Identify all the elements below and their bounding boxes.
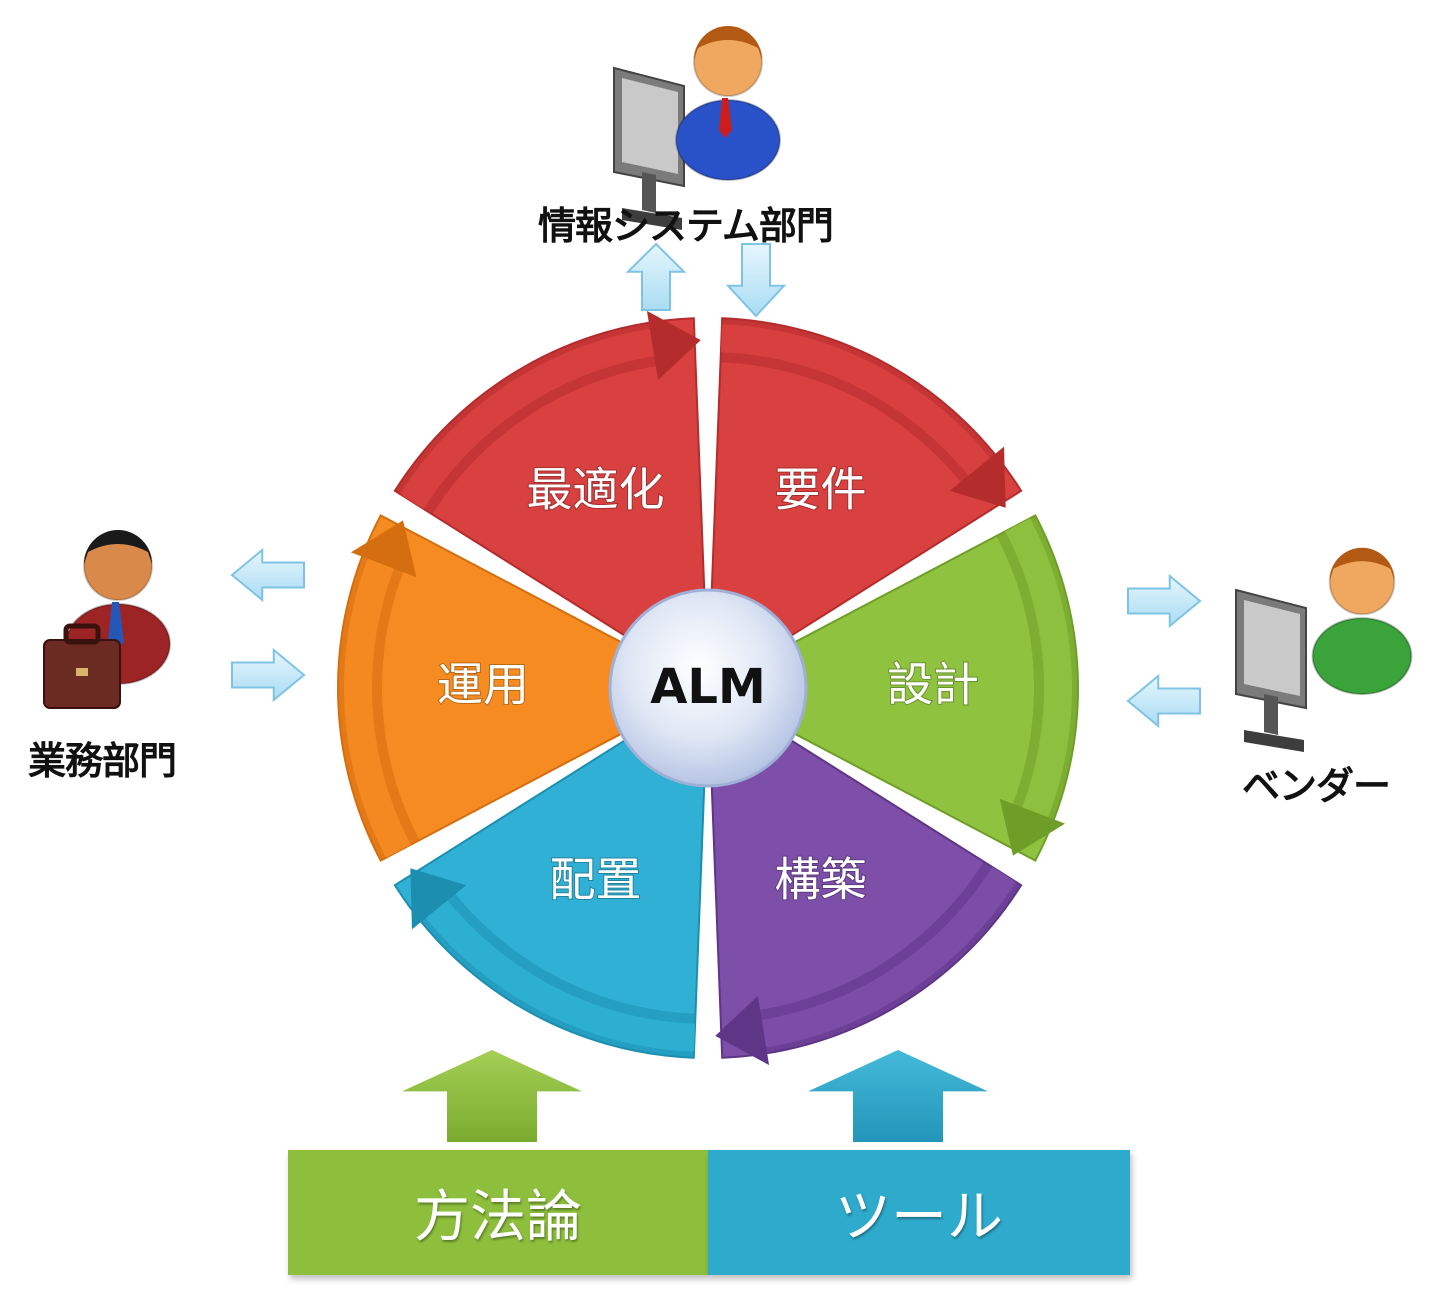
segment-label: 構築 (775, 852, 867, 906)
segment-arrow-band-inner (755, 867, 1017, 1049)
center-label: ALM (650, 659, 766, 715)
vendor-monitor-icon (1235, 588, 1307, 752)
segment-build: 構築 (710, 737, 1023, 1066)
segment-arrowhead (949, 446, 1006, 508)
vendor-label: ベンダー (1242, 764, 1391, 808)
segment-label: 最適化 (527, 463, 665, 517)
briefcase-icon (43, 623, 121, 709)
arrow-from-vendor (1126, 673, 1201, 729)
segment-arrowhead (410, 868, 467, 930)
it-department-label: 情報システム部門 (538, 204, 834, 248)
segment-arrowhead (999, 798, 1066, 856)
tools-label: ツール (835, 1185, 1003, 1250)
arrow-from-business (231, 647, 306, 703)
arrow-to-vendor (1127, 573, 1202, 629)
segment-arrow-band-inner (1005, 518, 1072, 824)
segment-arrow-band-inner (720, 324, 995, 481)
tie-icon (719, 98, 732, 138)
segment-deploy: 配置 (393, 737, 706, 1059)
segment-label: 要件 (775, 463, 867, 517)
tools-box: ツール (708, 1150, 1130, 1275)
methodology-label: 方法論 (414, 1185, 582, 1250)
methodology-up-arrow (402, 1050, 582, 1142)
vendor-person-icon (1311, 547, 1413, 696)
it-department-person-icon (675, 26, 781, 181)
methodology-box: 方法論 (288, 1150, 708, 1275)
arrow-to-business (230, 547, 305, 603)
arrow-to-it-department (625, 242, 687, 311)
segment-operation: 運用 (337, 514, 625, 862)
business-department-label: 業務部門 (28, 739, 177, 783)
segment-arrow-band-inner (421, 895, 696, 1052)
segment-label: 配置 (550, 852, 642, 906)
segment-arrowhead (715, 995, 770, 1066)
segment-arrowhead (350, 520, 417, 578)
segment-label: 運用 (437, 658, 529, 712)
tools-up-arrow (808, 1050, 988, 1142)
segment-requirements: 要件 (710, 317, 1023, 639)
center-circle (608, 588, 808, 788)
segment-optimization: 最適化 (393, 310, 706, 639)
segment-arrow-band-inner (399, 327, 661, 509)
arrow-from-it-department (725, 243, 787, 318)
segment-arrowhead (646, 310, 701, 381)
segment-arrow-band-inner (343, 552, 411, 858)
segment-label: 設計 (887, 658, 979, 712)
it-department-monitor-icon (613, 66, 685, 230)
business-tie-icon (108, 602, 124, 650)
